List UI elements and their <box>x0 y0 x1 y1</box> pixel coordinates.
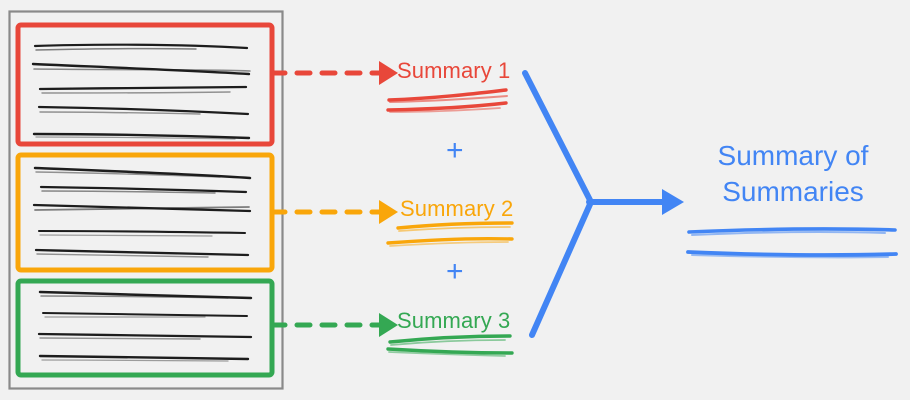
summary-2-label: Summary 2 <box>400 196 514 221</box>
chunk-orange-text-lines <box>32 166 252 258</box>
summary-1-label: Summary 1 <box>397 58 511 83</box>
summary-of-summaries-title: Summary of Summaries <box>693 138 893 210</box>
arrow-chunk-red-head <box>379 61 398 85</box>
summary-of-summaries-title-line-1: Summary of <box>717 140 869 171</box>
arrow-chunk-green-head <box>379 313 398 337</box>
chunk-red-border <box>15 22 275 147</box>
merge-arrow <box>522 70 684 338</box>
plus-operator-2: + <box>446 255 464 288</box>
merge-arrow-bottom-branch <box>529 199 594 338</box>
arrow-chunk-orange <box>269 200 398 224</box>
final-output-underlines <box>686 227 898 259</box>
merge-arrow-top-branch <box>522 70 594 205</box>
summary-3-underlines <box>386 334 514 357</box>
summary-3-label: Summary 3 <box>397 308 511 333</box>
chunk-red[interactable] <box>15 22 275 147</box>
chunk-green[interactable] <box>15 278 275 378</box>
chunk-red-text-lines <box>31 43 251 140</box>
chunk-green-text-lines <box>37 290 253 362</box>
source-document-frame <box>8 10 284 390</box>
summary-1-underlines <box>386 88 508 113</box>
plus-operator-1: + <box>446 134 464 167</box>
arrow-chunk-red <box>269 61 398 85</box>
summary-of-summaries-title-line-2: Summaries <box>722 176 864 207</box>
chunk-green-border <box>15 278 275 378</box>
summary-2-underlines <box>386 221 514 247</box>
arrow-chunk-orange-head <box>379 200 398 224</box>
merge-arrow-head <box>662 189 684 215</box>
arrow-chunk-green <box>269 313 398 337</box>
